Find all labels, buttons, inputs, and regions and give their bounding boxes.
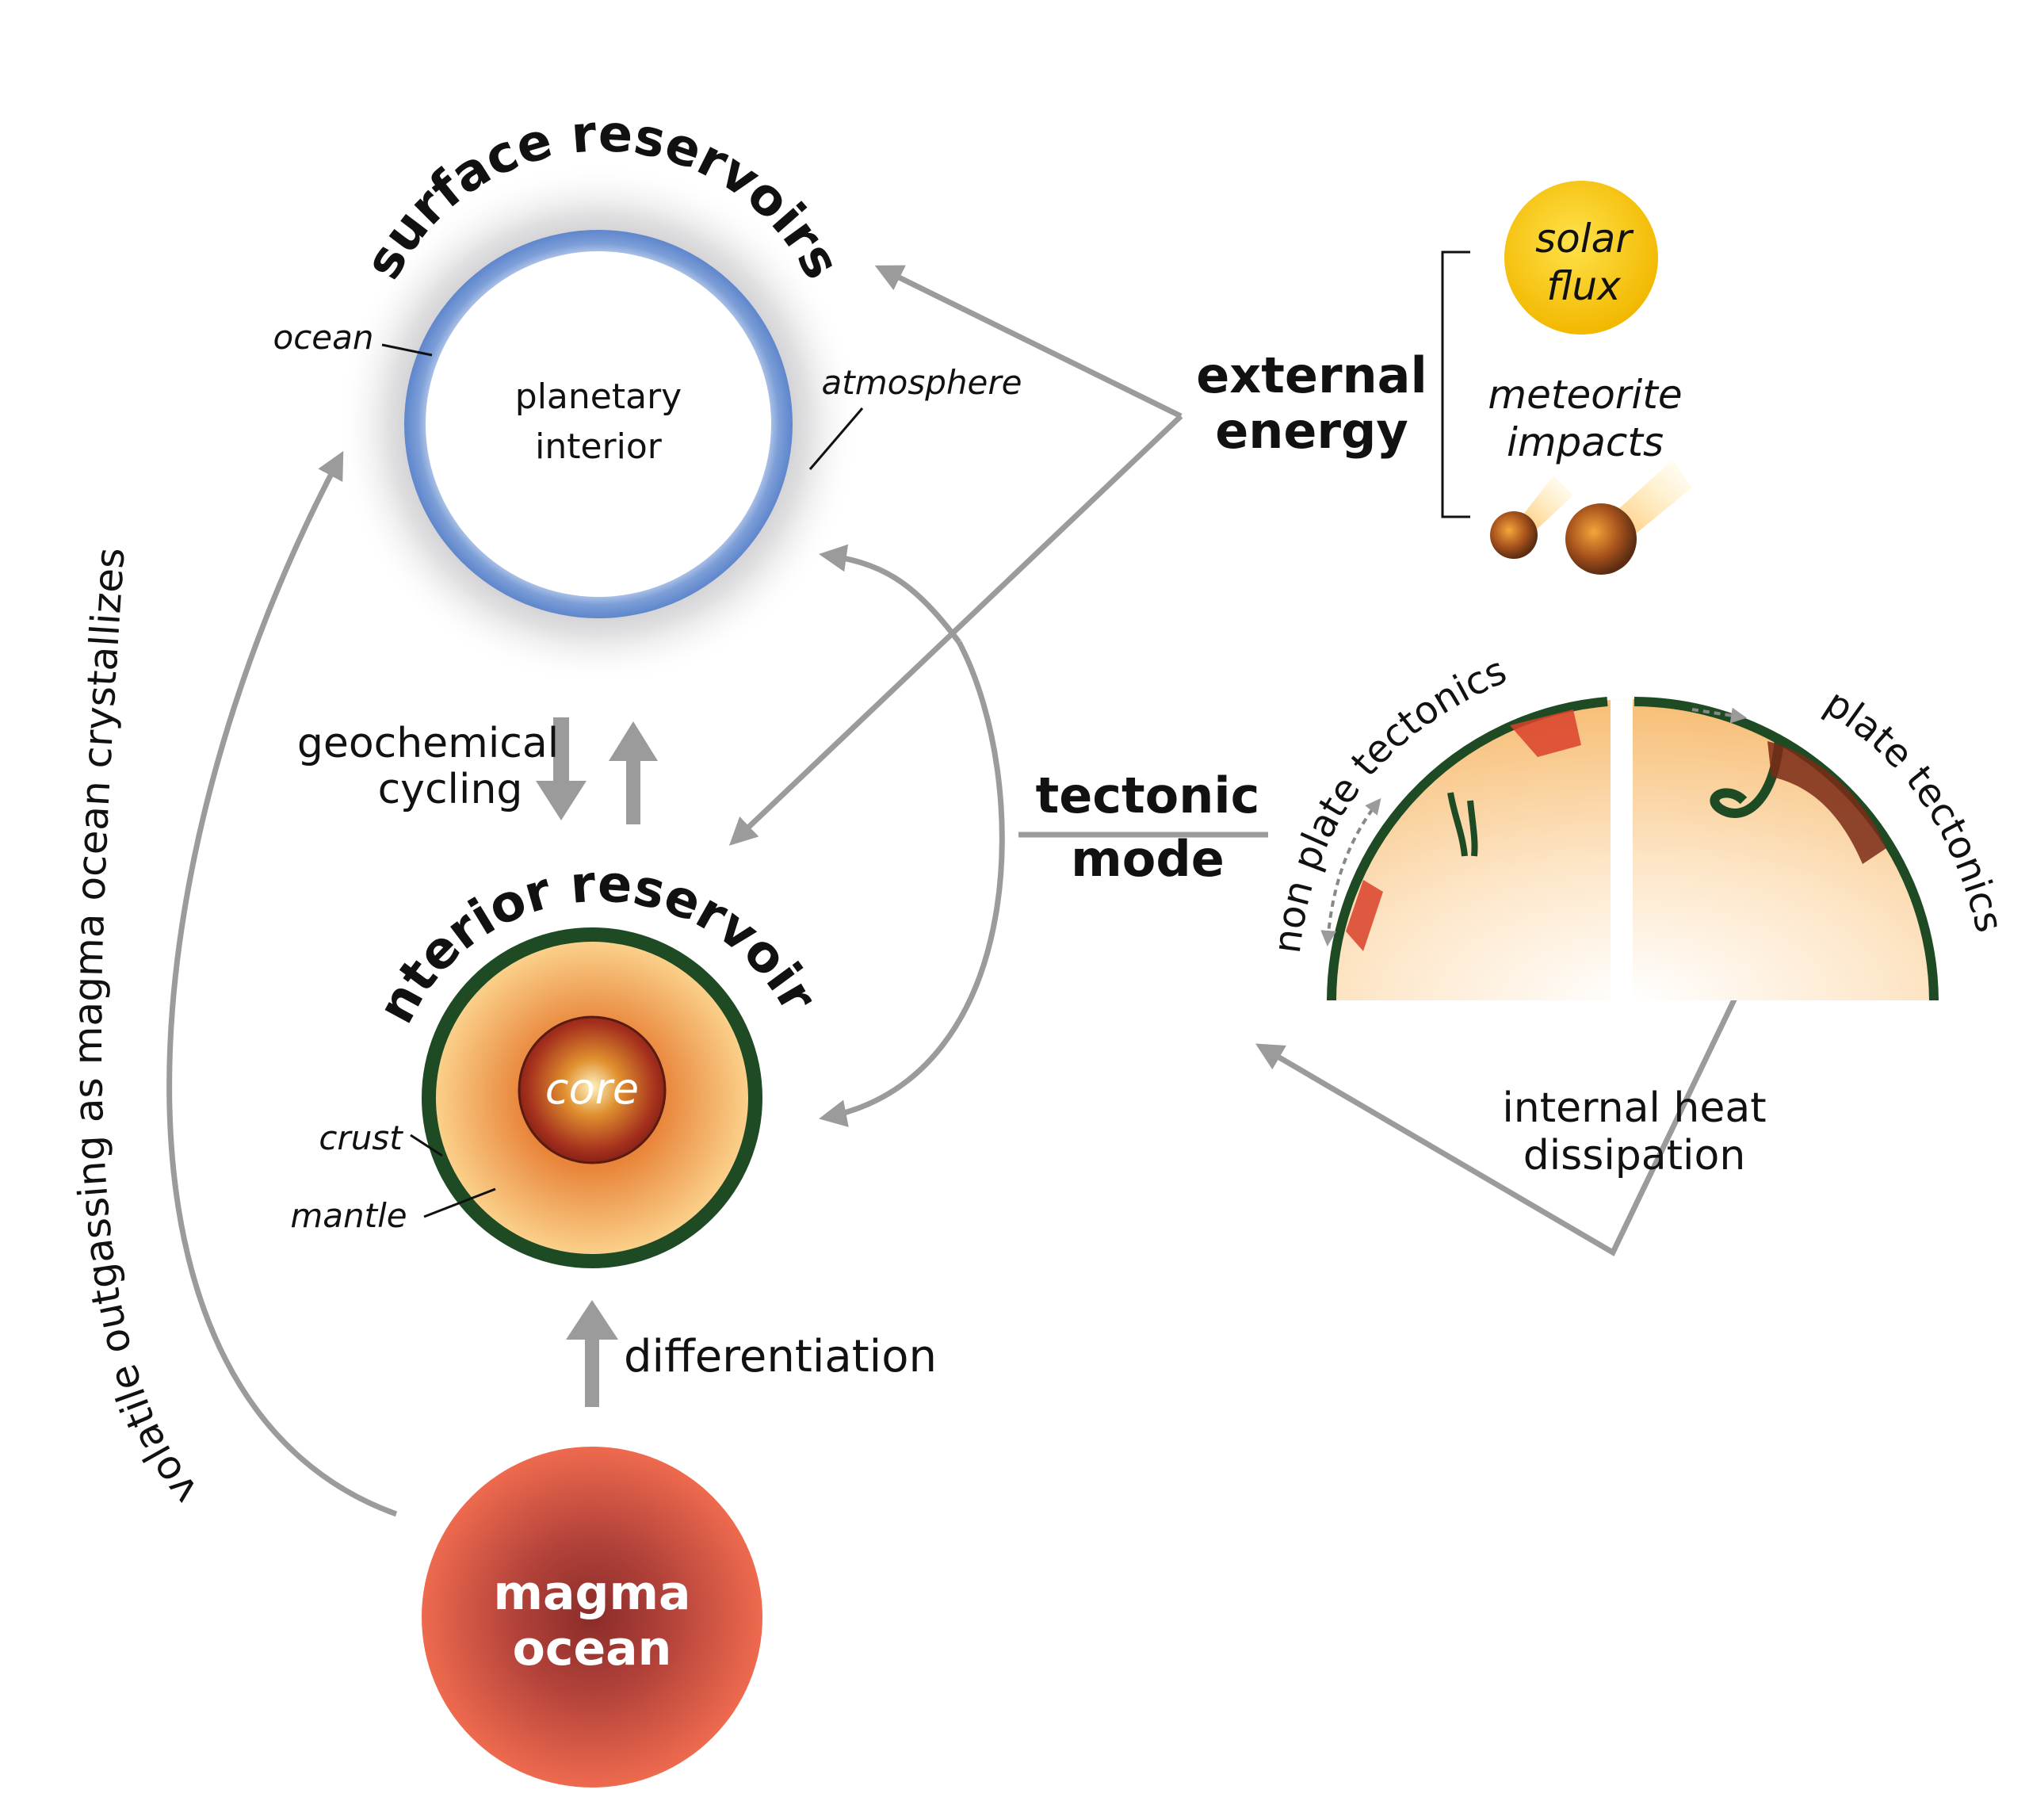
magma-line1: magma <box>494 1566 691 1621</box>
arrow-energy-to-surface <box>874 265 1183 419</box>
ocean-leader <box>381 343 433 357</box>
magma-line2: ocean <box>513 1621 672 1677</box>
meteor-line1: meteorite <box>1488 372 1682 418</box>
tectonic-line1: tectonic <box>1036 767 1260 824</box>
core-label: core <box>545 1064 639 1114</box>
magma-ocean: magma ocean <box>422 1447 762 1788</box>
atmosphere-label: atmosphere <box>822 363 1022 402</box>
planetary-interior-disk <box>426 251 771 597</box>
tectonic-line2: mode <box>1071 830 1225 888</box>
magma-disk <box>422 1447 762 1788</box>
planetary-label-line1: planetary <box>515 377 682 417</box>
heat-line2: dissipation <box>1523 1132 1746 1180</box>
dome-split <box>1611 699 1633 1000</box>
mantle-label: mantle <box>290 1196 407 1235</box>
arrow-differentiation <box>566 1300 618 1407</box>
cycling-line2: cycling <box>378 766 523 813</box>
mantle-leader <box>423 1187 496 1218</box>
subduction-slab <box>1710 736 1784 818</box>
arrow-energy-to-interior <box>728 414 1183 846</box>
external-energy-line1: external <box>1196 346 1427 404</box>
arrow-up <box>609 721 658 824</box>
heat-line1: internal heat <box>1502 1084 1766 1132</box>
crust-label: crust <box>319 1118 403 1157</box>
lid-hotspot-1 <box>1510 709 1581 757</box>
arrow-tectonic-to-interior <box>819 640 1005 1127</box>
lid-drips <box>1447 792 1478 857</box>
lid-motion-arrow <box>1320 797 1381 946</box>
arrow-tectonic-to-surface <box>819 544 961 644</box>
surface-reservoirs: surface reservoirs planetary interior oc… <box>273 105 1022 686</box>
planetary-label-line2: interior <box>535 426 663 467</box>
solar-line2: flux <box>1546 263 1621 309</box>
arrows-internal-heat <box>1255 950 1759 1256</box>
arrows <box>166 265 1759 1517</box>
cycling-arrows <box>536 717 658 1407</box>
energy-bracket <box>1441 250 1470 518</box>
atmosphere-leader <box>808 407 864 470</box>
ocean-label: ocean <box>273 318 374 357</box>
arrow-down <box>536 717 587 820</box>
crust-leader <box>410 1134 443 1157</box>
differentiation-label: differentiation <box>624 1331 937 1382</box>
tectonic-dome: non plate tectonics plate tectonics <box>1265 648 2012 1001</box>
meteor-line2: impacts <box>1507 419 1664 465</box>
meteorite-icon <box>1490 460 1692 575</box>
plate-magma-zone <box>1767 741 1886 864</box>
cycling-line1: geochemical <box>297 720 559 767</box>
solar-line1: solar <box>1535 216 1634 262</box>
outgassing-label: volatile outgassing as magma ocean cryst… <box>65 546 207 1513</box>
plate-motion-arrow <box>1691 707 1747 724</box>
core-disk <box>518 1015 667 1164</box>
arrow-outgassing <box>166 450 398 1517</box>
external-energy: external energy solar flux meteorite imp… <box>1196 181 1692 575</box>
external-energy-line2: energy <box>1215 402 1408 460</box>
sun-icon <box>1504 181 1658 335</box>
